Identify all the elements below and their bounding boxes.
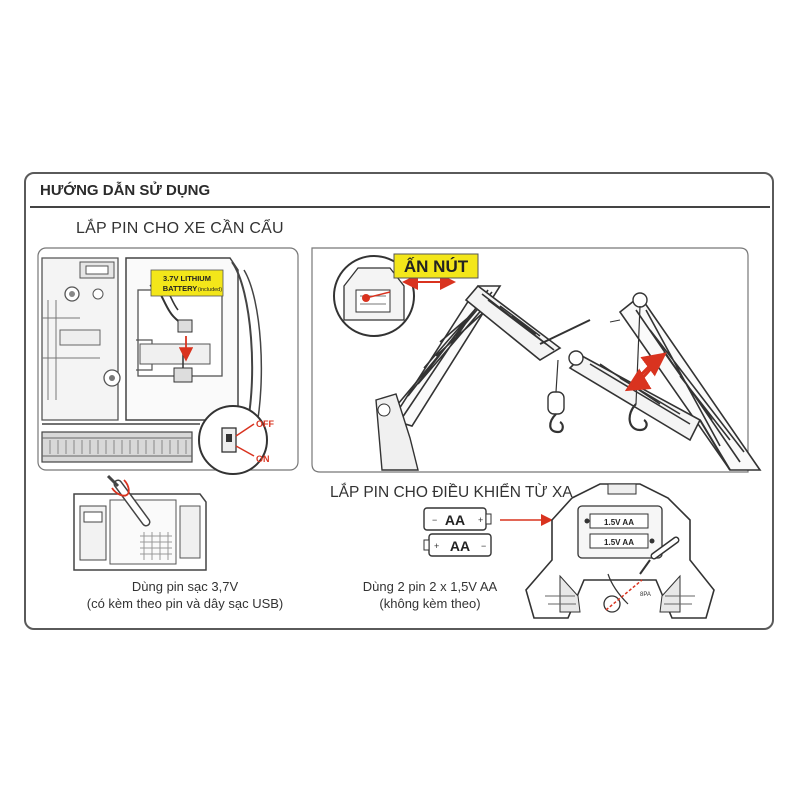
battery-label-note: (included) — [198, 287, 222, 293]
crane-battery-caption: Dùng pin sạc 3,7V (có kèm theo pin và dâ… — [80, 578, 290, 612]
press-button-label: ẤN NÚT — [404, 257, 469, 276]
crane-caption-line2: (có kèm theo pin và dây sạc USB) — [86, 596, 284, 611]
battery-label-line2: BATTERY — [163, 284, 198, 293]
press-button-panel: ẤN NÚT — [311, 247, 762, 473]
aa-battery-1-label: AA — [445, 512, 465, 528]
remote-battery-1-label: 1.5V AA — [604, 518, 634, 527]
svg-text:+: + — [434, 541, 439, 551]
switch-on-label: ON — [256, 454, 270, 464]
svg-text:8PA: 8PA — [640, 592, 651, 598]
remote-control-illustration: 1.5V AA 1.5V AA 8PA — [525, 483, 715, 619]
title-divider — [30, 206, 770, 208]
screw-arrow-icon — [605, 579, 643, 611]
aa-batteries: − + AA + − AA — [423, 507, 553, 557]
svg-text:−: − — [481, 541, 486, 551]
remote-caption-line2: (không kèm theo) — [379, 596, 481, 611]
crane-battery-panel: 3.7V LITHIUM BATTERY (included) OFF ON — [37, 247, 299, 475]
svg-text:−: − — [432, 515, 437, 525]
remote-caption-line1: Dùng 2 pin 2 x 1,5V AA — [362, 579, 498, 594]
battery-label-line1: 3.7V LITHIUM — [163, 274, 211, 283]
switch-off-label: OFF — [256, 419, 274, 429]
svg-text:+: + — [478, 515, 483, 525]
remote-battery-caption: Dùng 2 pin 2 x 1,5V AA (không kèm theo) — [340, 578, 520, 612]
remote-battery-heading: LẮP PIN CHO ĐIỀU KHIỂN TỪ XA — [330, 484, 573, 501]
screwdriver-arrow-icon — [111, 487, 129, 497]
aa-battery-2-label: AA — [450, 538, 470, 554]
battery-pack-illustration — [73, 474, 207, 571]
crane-caption-line1: Dùng pin sạc 3,7V — [131, 579, 239, 594]
crane-battery-heading: LẮP PIN CHO XE CẦN CẨU — [76, 220, 284, 237]
remote-battery-2-label: 1.5V AA — [604, 538, 634, 547]
page-title: HƯỚNG DẪN SỬ DỤNG — [40, 182, 211, 199]
